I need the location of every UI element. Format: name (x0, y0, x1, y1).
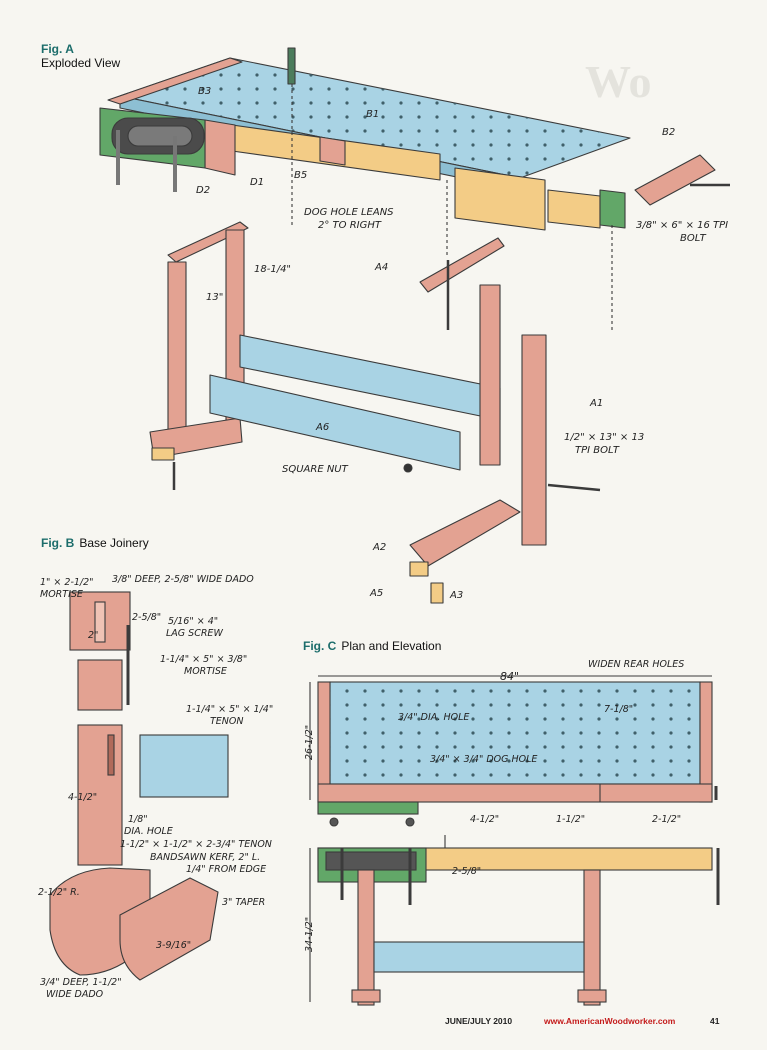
label-c-15: 1-1/2" (556, 814, 585, 825)
post-lower (77, 724, 123, 866)
plan-front-apron (317, 783, 713, 803)
label-bolt-b2-2: BOLT (680, 233, 707, 244)
fig-a-labels: B3 B1 B2 D2 D1 B5 DOG HOLE LEANS 2° TO R… (196, 86, 728, 601)
fig-c-subtitle: Plan and Elevation (341, 639, 442, 653)
label-c-25: 2-1/2" (652, 814, 681, 825)
label-tenon-2: TENON (210, 716, 244, 727)
label-a4: A4 (374, 262, 388, 273)
fig-c-plan-elevation (309, 675, 720, 1006)
footer-site-link[interactable]: www.AmericanWoodworker.com (544, 1016, 676, 1026)
fig-c-title: Fig. C Plan and Elevation (303, 639, 441, 653)
label-a2: A2 (372, 542, 386, 553)
label-a1: A1 (589, 398, 603, 409)
fig-a-subtitle: Exploded View (41, 56, 121, 70)
fig-c-tag: Fig. C (303, 639, 337, 653)
fig-b-tag: Fig. B (41, 536, 75, 550)
label-width-13: 13" (206, 292, 223, 303)
label-b-dado: 3/8" DEEP, 2-5/8" WIDE DADO (112, 574, 254, 585)
plug-a3 (430, 582, 444, 604)
label-kerf-2: 1/4" FROM EDGE (186, 864, 266, 875)
end-cap-b2 (634, 154, 716, 206)
label-c-718: 7-1/8" (604, 704, 633, 715)
label-d1: D1 (250, 177, 264, 188)
background-bleed-text: Wo (585, 56, 652, 107)
label-a3: A3 (449, 590, 463, 601)
label-b-h45: 4-1/2" (68, 792, 97, 803)
label-radius: 2-1/2" R. (38, 887, 80, 898)
label-c-widen: WIDEN REAR HOLES (588, 659, 684, 670)
label-mortise2-2: MORTISE (184, 666, 227, 677)
label-dim-3916: 3-9/16" (156, 940, 191, 951)
label-a6: A6 (315, 422, 329, 433)
label-hole-2: DIA. HOLE (124, 826, 173, 837)
label-tenon2: 1-1/2" × 1-1/2" × 2-3/4" TENON (120, 839, 272, 850)
label-b-mortise-2: MORTISE (40, 589, 83, 600)
fig-b-labels: 1" × 2-1/2" MORTISE 3/8" DEEP, 2-5/8" WI… (38, 574, 273, 1000)
fig-b-base-joinery (49, 591, 229, 981)
label-b-dim25: 2-5/8" (132, 612, 161, 623)
label-dado2-1: 3/4" DEEP, 1-1/2" (40, 977, 122, 988)
label-height-18: 18-1/4" (254, 264, 291, 275)
label-kerf-1: BANDSAWN KERF, 2" L. (150, 852, 260, 863)
rail-a4 (419, 237, 505, 293)
label-dog-hole-1: DOG HOLE LEANS (304, 207, 394, 218)
stretcher-a6 (209, 374, 461, 471)
label-square-nut: SQUARE NUT (282, 464, 349, 475)
plan-vise (317, 801, 419, 815)
fig-b-title: Fig. B Base Joinery (41, 536, 149, 550)
fig-a-tag: Fig. A (41, 42, 74, 56)
label-c-45: 4-1/2" (470, 814, 499, 825)
end-cap-d1 (204, 119, 236, 176)
tenon-block (139, 734, 229, 798)
label-c-258: 2-5/8" (452, 866, 481, 877)
post-middle (77, 659, 123, 711)
label-b-mortise-1: 1" × 2-1/2" (40, 577, 94, 588)
right-end-cap (599, 189, 626, 229)
label-b2: B2 (662, 127, 675, 138)
label-b-dim2: 2" (88, 630, 98, 641)
elev-leg-right (583, 869, 601, 1006)
dog-strip-b3 (107, 57, 243, 105)
label-c-26: 26-1/2" (304, 725, 315, 760)
label-tenon-1: 1-1/4" × 5" × 1/4" (186, 704, 273, 715)
label-dog-hole-2: 2° TO RIGHT (318, 220, 382, 231)
label-b1: B1 (366, 109, 379, 120)
label-tpi-bolt-1: 1/2" × 13" × 13 (564, 432, 644, 443)
front-apron-right (454, 167, 546, 231)
label-hole-1: 1/8" (128, 814, 148, 825)
label-d2: D2 (196, 185, 210, 196)
label-a5: A5 (369, 588, 383, 599)
label-lag-1: 5/16" × 4" (168, 616, 218, 627)
label-taper: 3" TAPER (222, 897, 265, 908)
footer-page-number: 41 (710, 1016, 720, 1026)
fig-c-labels: 84" WIDEN REAR HOLES 26-1/2" 3/4" DIA. H… (304, 659, 684, 952)
label-mortise2-1: 1-1/4" × 5" × 3/8" (160, 654, 247, 665)
foot-a2 (409, 499, 521, 567)
label-tpi-bolt-2: TPI BOLT (575, 445, 620, 456)
label-dado2-2: WIDE DADO (46, 989, 104, 1000)
label-b3: B3 (198, 86, 211, 97)
fig-b-subtitle: Base Joinery (79, 536, 149, 550)
footer-issue: JUNE/JULY 2010 (445, 1016, 513, 1026)
label-c-dog: 3/4" × 3/4" DOG HOLE (430, 754, 537, 765)
elev-leg-left (357, 869, 375, 1006)
square-nut (403, 463, 413, 473)
elev-stretcher (373, 941, 585, 973)
label-bolt-b2-1: 3/8" × 6" × 16 TPI (636, 220, 728, 231)
label-b5: B5 (294, 170, 307, 181)
label-c-345: 34-1/2" (304, 917, 315, 952)
fig-a-exploded-view (99, 47, 730, 604)
label-c-84: 84" (500, 670, 519, 683)
label-lag-2: LAG SCREW (166, 628, 223, 639)
label-c-dia: 3/4" DIA. HOLE (398, 712, 469, 723)
fig-a-title: Fig. A Exploded View (41, 42, 120, 70)
foot-taper (119, 877, 219, 981)
bench-dog (287, 47, 296, 85)
